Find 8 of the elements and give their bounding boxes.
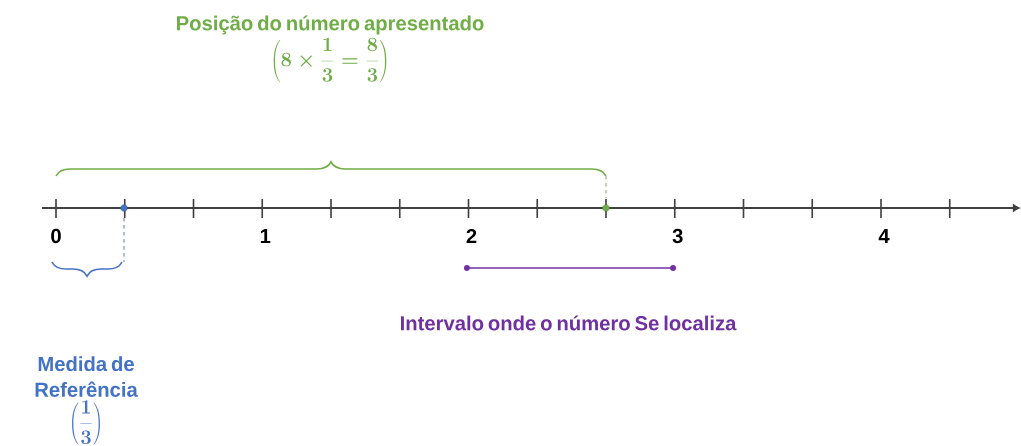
tick-label: 3 <box>672 228 683 244</box>
tick-label: 0 <box>51 228 61 244</box>
annotation-text: Medida de Referência $\left(\frac{1}{3}\right)$ <box>35 356 138 445</box>
tick-label: 2 <box>466 228 477 244</box>
tick-label: 4 <box>878 229 890 243</box>
annotation-text: Posição do número apresentado $\left(8\times\frac{1}{3}=\frac{8}{3}\right)$ <box>177 15 484 83</box>
annotation-text: Intervalo onde o número Se localiza <box>401 315 737 331</box>
tick-label: 1 <box>260 229 271 243</box>
